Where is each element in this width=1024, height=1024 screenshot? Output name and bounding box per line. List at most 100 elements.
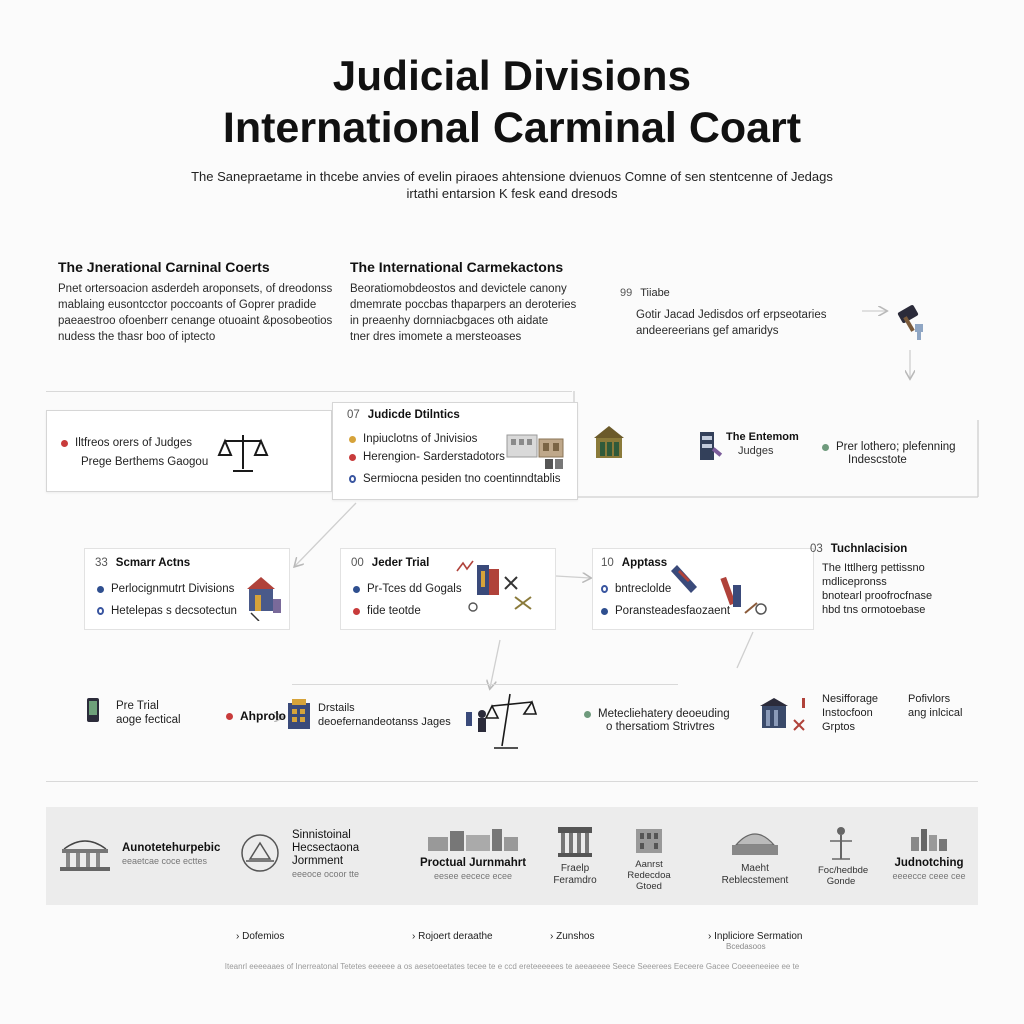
band-item-5: Aanrst Redecdoa Gtoed bbox=[620, 825, 678, 892]
band-item-2: Sinnistoinal Hecsectaona Jormment eeeoce… bbox=[238, 829, 408, 881]
band-item-content: Aunotetehurpebic eeaetcae coce ecttes bbox=[56, 831, 226, 879]
box-heading: 33 Scmarr Actns bbox=[95, 557, 190, 569]
subtitle-line2: irtathi entarsion K fesk eand dresods bbox=[406, 186, 618, 201]
list-item: Sermiocna pesiden tno coentinndtablis bbox=[349, 473, 561, 485]
label-line: Pre Trial bbox=[116, 700, 159, 712]
box-text: The Ittlherg pettissno mdlicepronss bnot… bbox=[810, 561, 980, 617]
footer-link-4[interactable]: › Inpliciore Sermation Bcedasoos bbox=[708, 931, 803, 951]
item-label: Perlocignmutrt Divisions bbox=[111, 583, 235, 595]
band-item-sub: eesee eecece ecee bbox=[433, 871, 513, 881]
footer-link-label: Rojoert deraathe bbox=[418, 931, 493, 942]
item-sublabel: Prege Berthems Gaogou bbox=[81, 456, 209, 468]
band-item-title: Proctual Jurnmahrt bbox=[419, 857, 527, 869]
law-building-icon bbox=[758, 696, 814, 739]
bullet-dot bbox=[822, 443, 829, 451]
intro-col-1-text: Pnet ortersoacion asderdeh aroponsets, o… bbox=[58, 281, 338, 345]
footer-link-sub: Bcedasoos bbox=[726, 942, 766, 951]
band-item-text: Sinnistoinal Hecsectaona Jormment eeeoce… bbox=[292, 829, 396, 881]
bullet-dot bbox=[349, 435, 356, 443]
text-line: nudess the thasr boo of iptecto bbox=[58, 331, 216, 343]
divider-line bbox=[292, 684, 678, 685]
text-line: hbd tns ormotoebase bbox=[822, 604, 926, 616]
page-title-line2: International Carminal Coart bbox=[222, 104, 802, 152]
bullet-dot bbox=[353, 585, 360, 593]
text-line: bnotearl proofrocfnase bbox=[822, 590, 933, 602]
label-line: The Entemom bbox=[726, 431, 799, 443]
footer-link-2[interactable]: › Rojoert deraathe bbox=[412, 931, 493, 942]
band-item-8: Judnotching eeeecce ceee cee bbox=[884, 825, 974, 883]
footer-link-3[interactable]: › Zunshos bbox=[550, 931, 595, 942]
bullet-dot bbox=[601, 585, 608, 593]
footer-link-label: Dofemios bbox=[242, 931, 285, 942]
nesifforage-item: Nesifforage Instocfoon Grptos bbox=[822, 692, 878, 734]
item-label: Ahprolo bbox=[240, 709, 286, 723]
pofivlors-item: Pofivlors ang inlcical bbox=[908, 692, 962, 720]
office-building-icon bbox=[286, 697, 316, 738]
bullet-dot bbox=[349, 453, 356, 461]
label-line: Pofivlors bbox=[908, 693, 951, 705]
list-item: Poransteadesfaozaent bbox=[601, 605, 730, 617]
bullet-dot bbox=[97, 607, 104, 615]
drstails-item: Drstails deoefernandeotanss Jages bbox=[318, 701, 451, 729]
label-line: deoefernandeotanss Jages bbox=[318, 716, 451, 728]
band-item-sub: eeaetcae coce ecttes bbox=[122, 856, 208, 866]
gavel-document-icon bbox=[698, 430, 726, 471]
text-line: mdlicepronss bbox=[822, 576, 887, 588]
footer-link-label: Inpliciore Sermation bbox=[714, 931, 803, 942]
band-item-text: Aunotetehurpebic eeaetcae coce ecttes bbox=[122, 842, 220, 868]
courthouse-icon bbox=[505, 431, 567, 476]
band-item-7: Foc/hedbde Gonde bbox=[808, 825, 874, 887]
item-sublabel: Indescstote bbox=[848, 454, 907, 466]
step-number: 33 bbox=[95, 557, 108, 569]
tower-building-icon bbox=[632, 829, 666, 858]
text-line: Beoratiomobdeostos and devictele canony bbox=[350, 283, 567, 295]
text-line: dmemrate poccbas thaparpers an deroterie… bbox=[350, 299, 577, 311]
bullet-dot bbox=[97, 585, 104, 593]
step-number: 10 bbox=[601, 557, 614, 569]
step-number: 03 bbox=[810, 543, 823, 555]
intro-col-1: The Jnerational Carninal Coerts Pnet ort… bbox=[58, 259, 338, 345]
list-item: fide teotde bbox=[353, 605, 421, 617]
label-line: ang inlcical bbox=[908, 707, 963, 719]
list-item: Herengion- Sarderstadotors bbox=[349, 451, 505, 463]
judges-box: Iltfreos orers of Judges Prege Berthems … bbox=[46, 410, 332, 492]
box-title: Jeder Trial bbox=[371, 557, 430, 569]
box-title: Judicde Dtilntics bbox=[367, 409, 460, 421]
bullet-dot bbox=[353, 607, 360, 615]
gavel-hand-icon bbox=[895, 298, 927, 347]
item-label: Metecliehatery deoeuding bbox=[598, 708, 730, 720]
house-icon bbox=[245, 573, 285, 626]
band-item-title: Aanrst Redecdoa Gtoed bbox=[627, 859, 671, 892]
divider-line bbox=[46, 391, 572, 392]
band-item-title: Foc/hedbde Gonde bbox=[818, 865, 869, 887]
skyline-icon bbox=[909, 829, 949, 856]
text-line: tner dres imomete a mersteoases bbox=[350, 331, 522, 343]
item-label: Sermiocna pesiden tno coentinndtablis bbox=[363, 473, 561, 485]
trial-buildings-icon bbox=[455, 553, 551, 624]
bullet-dot bbox=[584, 710, 591, 718]
scales-figure-icon bbox=[462, 688, 538, 755]
box-title: Scmarr Actns bbox=[115, 557, 191, 569]
band-item-title: Maeht Reblecstement bbox=[721, 863, 789, 886]
text-line: Pnet ortersoacion asderdeh aroponsets, o… bbox=[58, 283, 333, 295]
band-item-4: Fraelp Feramdro bbox=[542, 825, 608, 887]
text-line: The Ittlherg pettissno bbox=[822, 562, 925, 574]
bullet-dot bbox=[226, 712, 233, 720]
plefenning-item: Prer lothero; plefenning bbox=[822, 440, 956, 454]
footer-link-1[interactable]: › Dofemios bbox=[236, 931, 285, 942]
emblem-icon bbox=[238, 831, 282, 879]
item-label: Pr-Tces dd Gogals bbox=[367, 583, 462, 595]
ahprolo-item: Ahprolo bbox=[226, 709, 286, 723]
band-item-title: Fraelp Feramdro bbox=[553, 863, 597, 886]
intro-col-3-text: Gotir Jacad Jedisdos orf erpseotaries an… bbox=[620, 307, 860, 339]
step-number: 99 bbox=[620, 287, 633, 299]
